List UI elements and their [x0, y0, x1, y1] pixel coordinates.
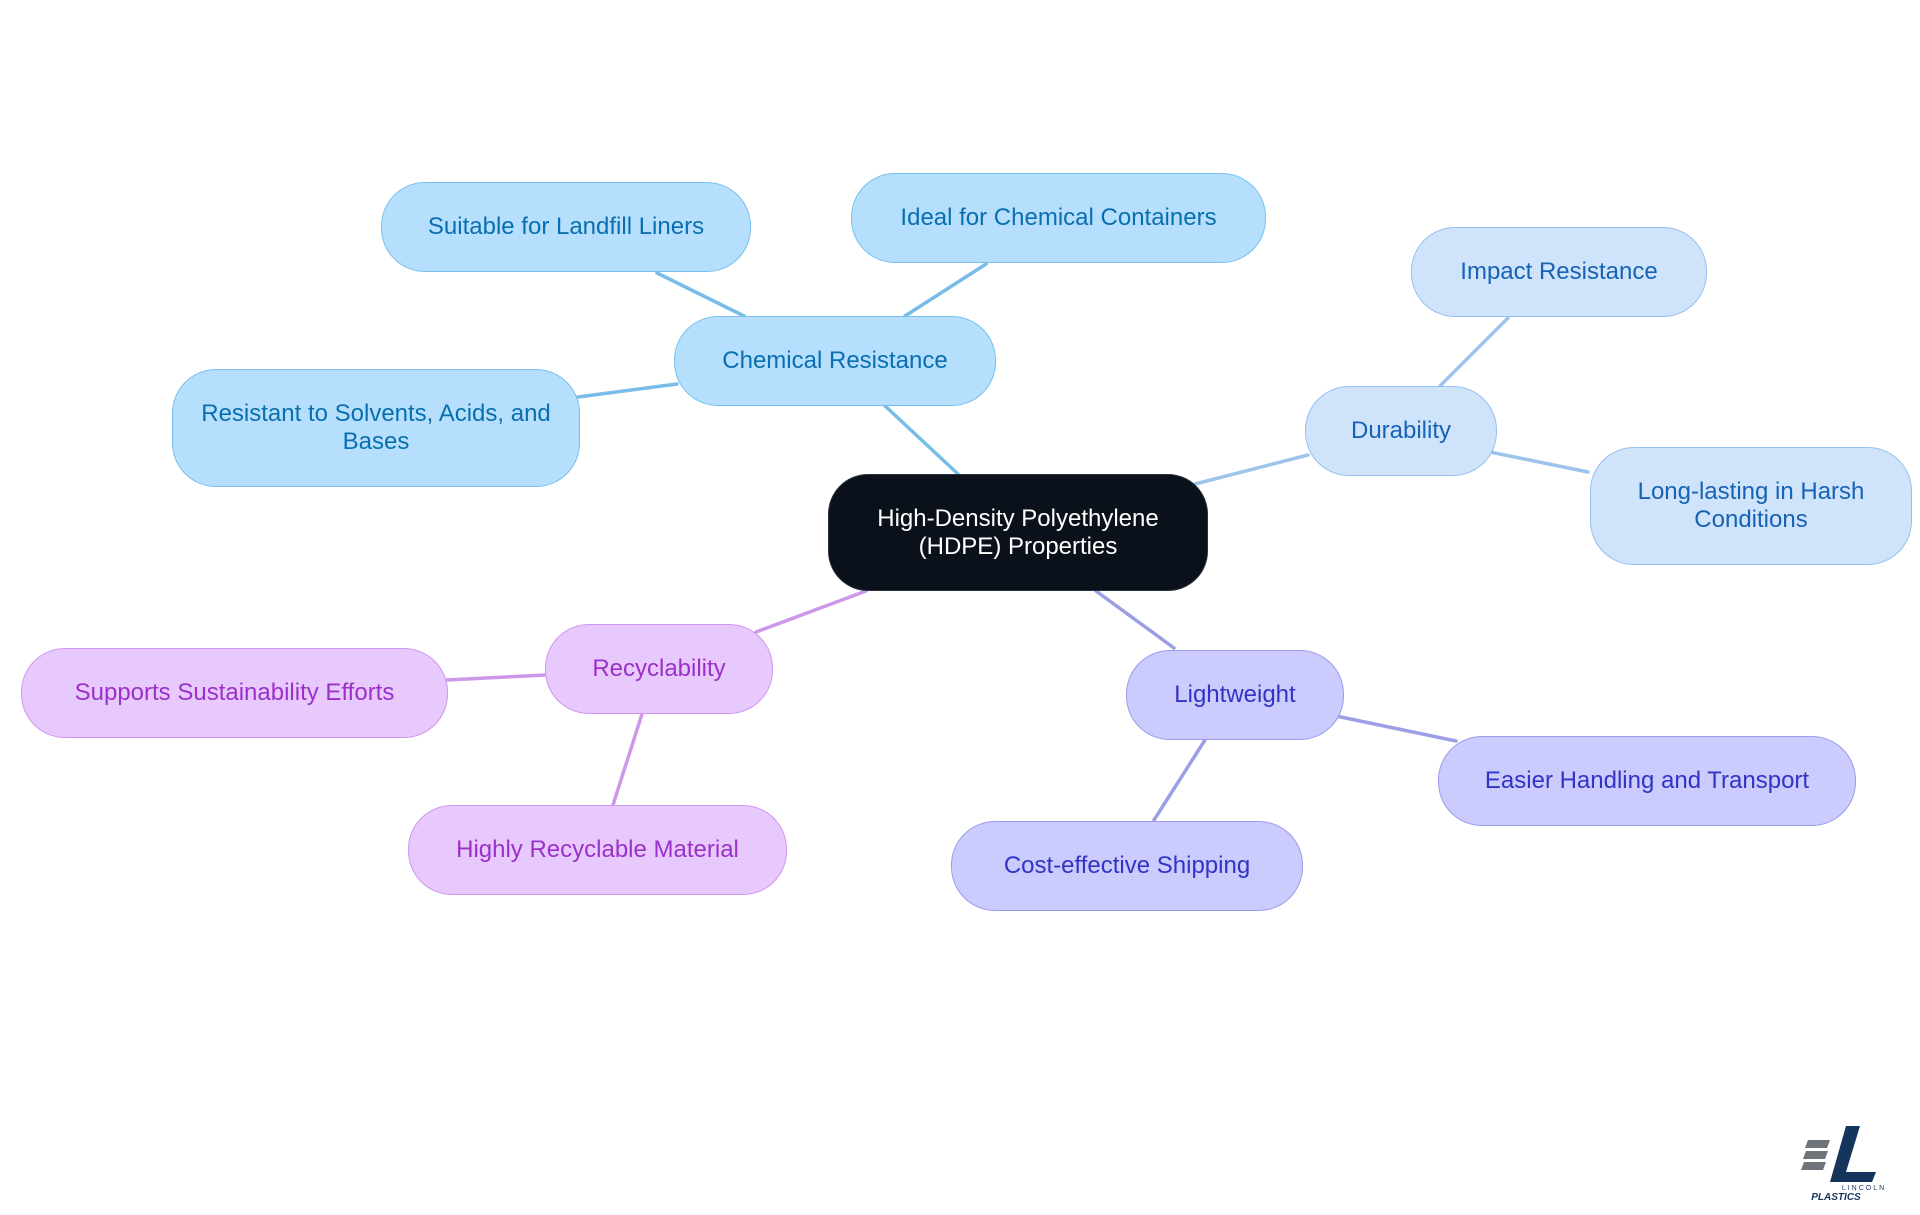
edge-root-durability: [1193, 453, 1310, 486]
branch-recyclability: Recyclability: [545, 624, 773, 714]
edge-recy-recyclable: [611, 712, 644, 807]
branch-label: Recyclability: [592, 655, 726, 682]
leaf-label: Resistant to Solvents, Acids, and Bases: [201, 400, 551, 455]
edge-dur-impact: [1438, 316, 1510, 388]
leaf-label: Easier Handling and Transport: [1484, 767, 1810, 794]
edge-recy-sustainability: [444, 673, 547, 682]
logo-stripe: [1805, 1140, 1830, 1148]
branch-label: Lightweight: [1174, 681, 1296, 708]
branch-lightweight: Lightweight: [1126, 650, 1344, 740]
edge-dur-harsh: [1488, 450, 1590, 474]
edge-light-shipping: [1152, 738, 1207, 822]
edge-chem-solvents: [576, 382, 679, 399]
leaf-harsh-conditions: Long-lasting in Harsh Conditions: [1590, 447, 1912, 565]
leaf-label: Suitable for Landfill Liners: [427, 213, 705, 240]
branch-durability: Durability: [1305, 386, 1497, 476]
leaf-label: Ideal for Chemical Containers: [900, 204, 1217, 231]
leaf-solvents-acids-bases: Resistant to Solvents, Acids, and Bases: [172, 369, 580, 487]
branch-label: Chemical Resistance: [722, 347, 948, 374]
leaf-impact-resistance: Impact Resistance: [1411, 227, 1707, 317]
leaf-label: Cost-effective Shipping: [1003, 852, 1251, 879]
leaf-label: Impact Resistance: [1460, 258, 1658, 285]
edge-chem-landfill: [655, 271, 746, 318]
leaf-highly-recyclable: Highly Recyclable Material: [408, 805, 787, 895]
edge-chem-containers: [903, 262, 988, 318]
leaf-label: Long-lasting in Harsh Conditions: [1637, 478, 1865, 533]
logo-l-mark: [1830, 1126, 1876, 1182]
edge-root-chemical: [881, 402, 960, 476]
leaf-sustainability-efforts: Supports Sustainability Efforts: [21, 648, 448, 738]
edge-root-recyclability: [754, 589, 868, 634]
leaf-cost-effective-shipping: Cost-effective Shipping: [951, 821, 1303, 911]
branch-chemical-resistance: Chemical Resistance: [674, 316, 996, 406]
branch-label: Durability: [1350, 417, 1452, 444]
edge-light-handling: [1334, 714, 1458, 743]
root-node: High-Density Polyethylene (HDPE) Propert…: [828, 474, 1208, 591]
lincoln-plastics-logo: LINCOLN PLASTICS: [1801, 1126, 1886, 1202]
leaf-easier-handling: Easier Handling and Transport: [1438, 736, 1856, 826]
logo-text-bottom: PLASTICS: [1811, 1192, 1861, 1202]
leaf-label: Supports Sustainability Efforts: [74, 679, 395, 706]
logo-stripe: [1803, 1151, 1828, 1159]
leaf-chemical-containers: Ideal for Chemical Containers: [851, 173, 1266, 263]
logo-text-top: LINCOLN: [1842, 1185, 1886, 1192]
leaf-label: Highly Recyclable Material: [456, 836, 739, 863]
edge-root-lightweight: [1094, 589, 1176, 650]
root-label: High-Density Polyethylene (HDPE) Propert…: [877, 504, 1159, 560]
logo-stripe: [1801, 1162, 1826, 1170]
leaf-landfill-liners: Suitable for Landfill Liners: [381, 182, 751, 272]
